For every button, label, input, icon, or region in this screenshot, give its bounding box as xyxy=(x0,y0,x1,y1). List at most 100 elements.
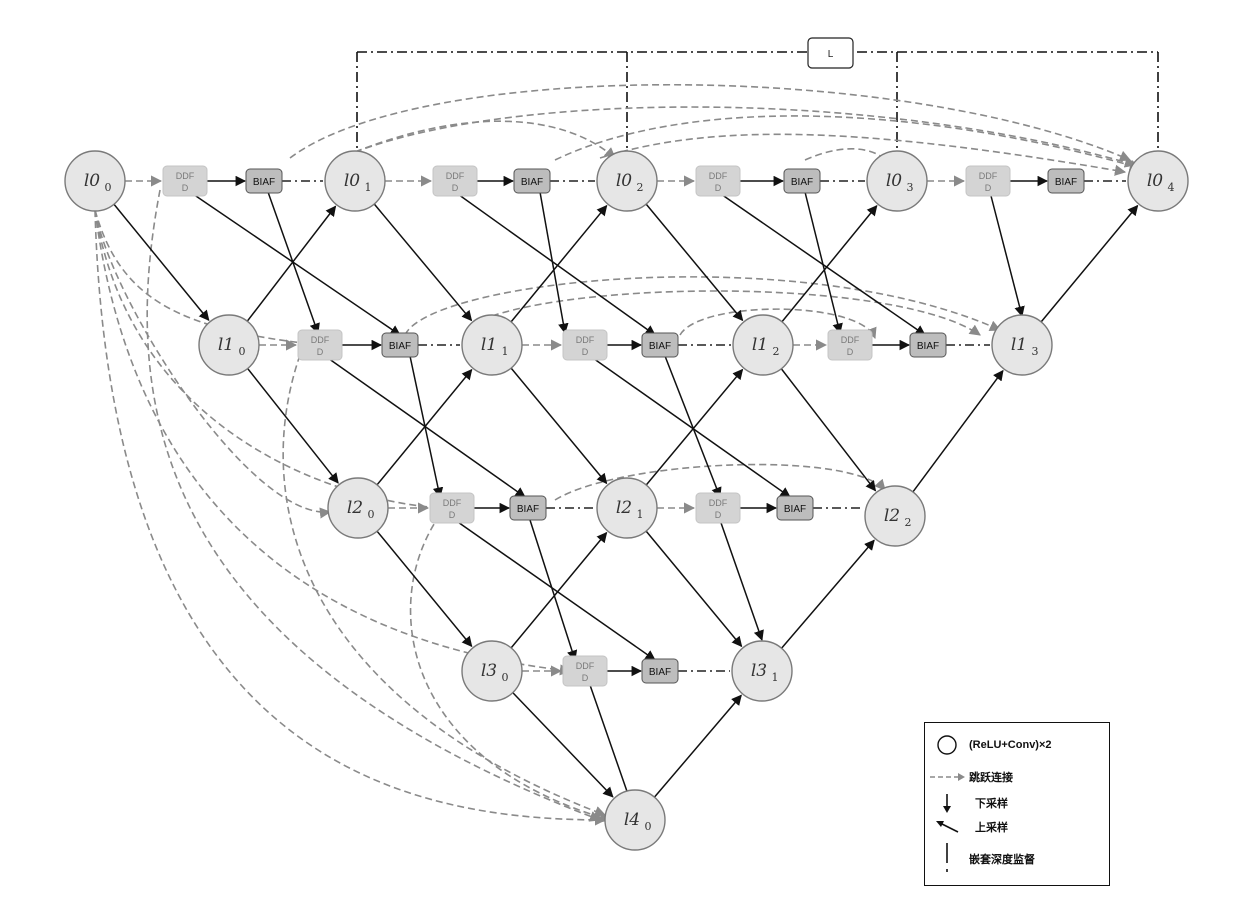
node-l1-2: l1 2 xyxy=(732,314,794,376)
upsample-edge xyxy=(717,191,926,336)
biaf-block: BIAF xyxy=(245,168,283,194)
upsample-edge xyxy=(804,191,843,335)
ddfd-label: DDF xyxy=(841,335,860,345)
down-arrow-icon xyxy=(943,794,951,813)
skip-connection-curve xyxy=(804,148,891,166)
deep-supervision-bus xyxy=(356,51,1159,152)
skip-connection-curve xyxy=(404,276,1002,336)
sampling-edge xyxy=(113,203,210,322)
node-subscript: 1 xyxy=(772,671,779,684)
sampling-edge xyxy=(376,530,473,648)
node-l0-2: l0 2 xyxy=(596,150,658,212)
node-subscript: 1 xyxy=(637,508,644,521)
node-subscript: 0 xyxy=(368,508,375,521)
biaf-label: BIAF xyxy=(917,341,939,352)
ddfd-label: D xyxy=(985,183,992,193)
sampling-edge xyxy=(1040,204,1139,323)
node-subscript: 3 xyxy=(907,181,914,194)
sampling-edge xyxy=(780,539,875,649)
legend-label-down: 下采样 xyxy=(975,798,1008,810)
node-subscript: 0 xyxy=(105,181,112,194)
legend-item-down: 下采样 xyxy=(925,791,1008,815)
circle-icon xyxy=(937,735,957,755)
node-subscript: 2 xyxy=(637,181,644,194)
up-left-arrow-icon xyxy=(936,821,959,833)
skip-connection-curve xyxy=(554,115,1142,171)
legend-label-skip: 跳跃连接 xyxy=(969,772,1013,784)
legend-item-deep: 嵌套深度监督 xyxy=(925,841,1035,877)
legend-item-conv: (ReLU+Conv)×2 xyxy=(925,733,1052,757)
ddfd-block: DDF D xyxy=(695,165,741,197)
upsample-edge xyxy=(267,191,320,334)
upsample-edge xyxy=(539,191,569,335)
skip-connection-curve xyxy=(289,83,1132,162)
ddfd-label: D xyxy=(449,510,456,520)
ddfd-label: D xyxy=(182,183,189,193)
biaf-block: BIAF xyxy=(783,168,821,194)
upsample-edge xyxy=(454,519,656,661)
node-label: l0 xyxy=(886,171,902,191)
node-l2-1: l2 1 xyxy=(596,477,658,539)
skip-connections xyxy=(94,83,1142,826)
sampling-edge xyxy=(246,205,337,322)
legend-item-up: 上采样 xyxy=(925,815,1008,839)
sampling-edge xyxy=(510,531,608,649)
legend-label-conv: (ReLU+Conv)×2 xyxy=(969,739,1052,751)
legend-label-deep: 嵌套深度监督 xyxy=(969,854,1035,866)
legend-label-up: 上采样 xyxy=(975,822,1008,834)
biaf-block: BIAF xyxy=(909,332,947,358)
ddfd-label: D xyxy=(715,183,722,193)
node-l0-3: l0 3 xyxy=(866,150,928,212)
ddfd-label: DDF xyxy=(576,335,595,345)
upsample-edge xyxy=(189,191,401,336)
sampling-edge xyxy=(510,367,608,485)
ddfd-label: DDF xyxy=(709,171,728,181)
ddfd-label: DDF xyxy=(979,171,998,181)
node-subscript: 2 xyxy=(773,345,780,358)
biaf-label: BIAF xyxy=(649,341,671,352)
sampling-edge xyxy=(376,368,473,486)
node-subscript: 0 xyxy=(502,671,509,684)
biaf-label: BIAF xyxy=(649,667,671,678)
skip-connection-curve xyxy=(94,209,572,676)
loss-label: L xyxy=(828,49,834,60)
skip-connection-curve xyxy=(354,120,616,159)
skip-connection-curve xyxy=(94,209,607,826)
sampling-edge xyxy=(653,694,742,798)
upsample-edge xyxy=(989,191,1025,318)
sampling-edge xyxy=(912,369,1004,493)
node-label: l1 xyxy=(752,335,768,355)
upsample-edge xyxy=(454,191,656,336)
node-label: l2 xyxy=(884,506,900,526)
ddfd-label: D xyxy=(452,183,459,193)
ddfd-label: DDF xyxy=(311,335,330,345)
biaf-block: BIAF xyxy=(641,332,679,358)
skip-connection-curve xyxy=(679,308,877,340)
ddfd-label: D xyxy=(582,673,589,683)
skip-connection-curve xyxy=(94,209,442,513)
node-label: l0 xyxy=(616,171,632,191)
skip-connection-curve xyxy=(554,463,886,501)
biaf-block: BIAF xyxy=(1047,168,1085,194)
node-label: l3 xyxy=(751,661,767,681)
ddfd-block: DDF D xyxy=(965,165,1011,197)
biaf-block: BIAF xyxy=(776,495,814,521)
node-label: l2 xyxy=(347,498,363,518)
upsample-edge xyxy=(719,519,764,641)
biaf-label: BIAF xyxy=(791,177,813,188)
horizontal-connections xyxy=(282,180,1126,672)
node-subscript: 1 xyxy=(365,181,372,194)
sampling-edge xyxy=(512,692,614,798)
node-label: l2 xyxy=(616,498,632,518)
node-label: l1 xyxy=(1011,335,1027,355)
